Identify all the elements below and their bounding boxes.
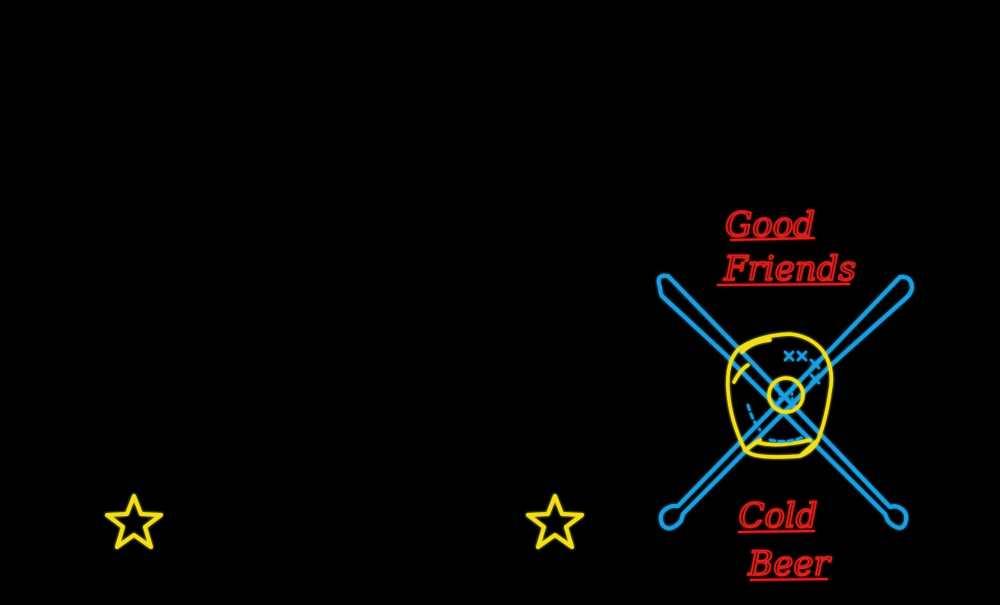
baseball-icon xyxy=(767,376,805,414)
sign-text-beer: Beer xyxy=(746,543,832,585)
sign-text-cold: Cold xyxy=(738,495,819,537)
sign-line-friends: Friends xyxy=(723,249,856,289)
star-icon-right xyxy=(526,494,584,549)
sign-text-good: Good xyxy=(724,204,815,246)
baseball-glove-icon xyxy=(726,332,834,459)
glove-lacing xyxy=(746,350,821,443)
sign-line-cold: Cold xyxy=(738,496,817,536)
star-icon-left xyxy=(105,494,163,549)
sign-text-friends: Friends xyxy=(716,248,857,290)
crossed-baseball-bats-icon xyxy=(656,273,914,531)
sign-line-beer: Beer xyxy=(747,544,831,584)
